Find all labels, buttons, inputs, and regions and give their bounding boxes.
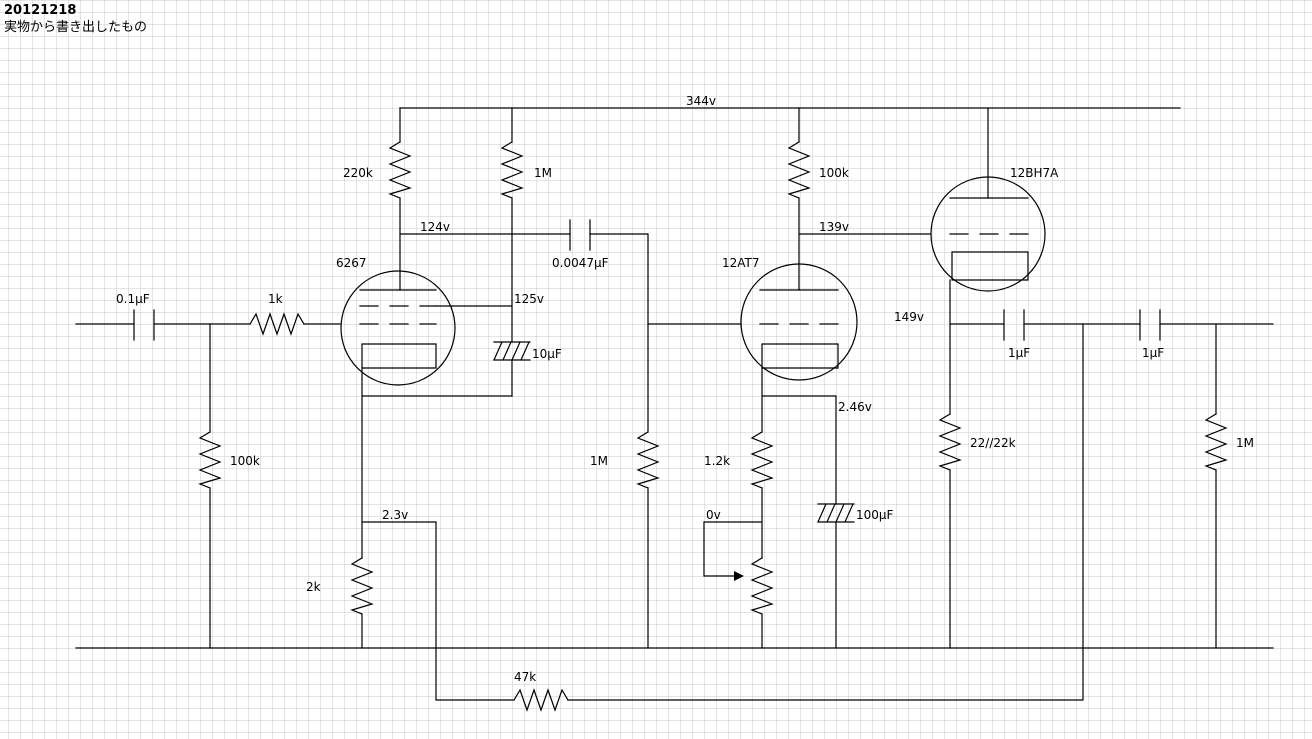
label-1m-output: 1M [1236,436,1254,450]
label-12bh7a: 12BH7A [1010,166,1059,180]
label-2-3v: 2.3v [382,508,408,522]
tube-6267 [340,270,456,386]
capacitor-10uf [493,341,531,361]
label-344v: 344v [686,94,716,108]
label-0v: 0v [706,508,721,522]
label-22-22k: 22//22k [970,436,1016,450]
label-139v: 139v [819,220,849,234]
label-125v: 125v [514,292,544,306]
screen-wire-6267 [435,107,513,397]
label-1uf-b: 1μF [1142,346,1164,360]
label-12at7: 12AT7 [722,256,760,270]
label-220k: 220k [343,166,373,180]
label-0047uf: 0.0047μF [552,256,609,270]
label-149v: 149v [894,310,924,324]
label-2k: 2k [306,580,321,594]
resistor-1k [249,312,305,336]
resistor-1m-screen [500,141,524,199]
plate-wire-12at7 [798,107,931,291]
label-10uf: 10μF [532,347,562,361]
resistor-22-22k [938,413,962,471]
resistor-2k [350,557,374,615]
resistor-1m-output [1204,413,1228,471]
label-1m-grid: 1M [590,454,608,468]
potentiometer [750,557,774,615]
label-1k: 1k [268,292,283,306]
label-01uf: 0.1μF [116,292,150,306]
label-2-46v: 2.46v [838,400,872,414]
diagram-title: 20121218 [4,3,77,18]
resistor-1m-grid [636,431,660,489]
label-1-2k: 1.2k [704,454,730,468]
coupling-capacitor-0047uf [569,219,591,251]
resistor-100k-input [198,431,222,489]
node-124v-wire [399,233,649,649]
diagram-subtitle: 実物から書き出したもの [4,20,148,35]
label-6267: 6267 [336,256,367,270]
resistor-220k [388,141,412,199]
capacitor-100uf [817,503,855,523]
label-100uf: 100μF [856,508,894,522]
label-100k-plate: 100k [819,166,849,180]
cathode-wire-12at7 [703,367,837,649]
potentiometer-wiper-arrow [734,571,744,581]
label-124v: 124v [420,220,450,234]
resistor-100k-plate [787,141,811,199]
output-capacitor-1uf-a [1003,309,1025,341]
header: 20121218 実物から書き出したもの [4,3,147,36]
label-100k-input: 100k [230,454,260,468]
label-1m-top: 1M [534,166,552,180]
label-47k: 47k [514,670,536,684]
output-capacitor-1uf-b [1139,309,1161,341]
cathode-wire-12bh7a [949,279,1274,649]
resistor-47k [513,688,569,712]
input-capacitor-01uf [133,309,155,341]
label-1uf-a: 1μF [1008,346,1030,360]
cathode-wire-6267 [361,323,1084,701]
resistor-1-2k [750,431,774,489]
